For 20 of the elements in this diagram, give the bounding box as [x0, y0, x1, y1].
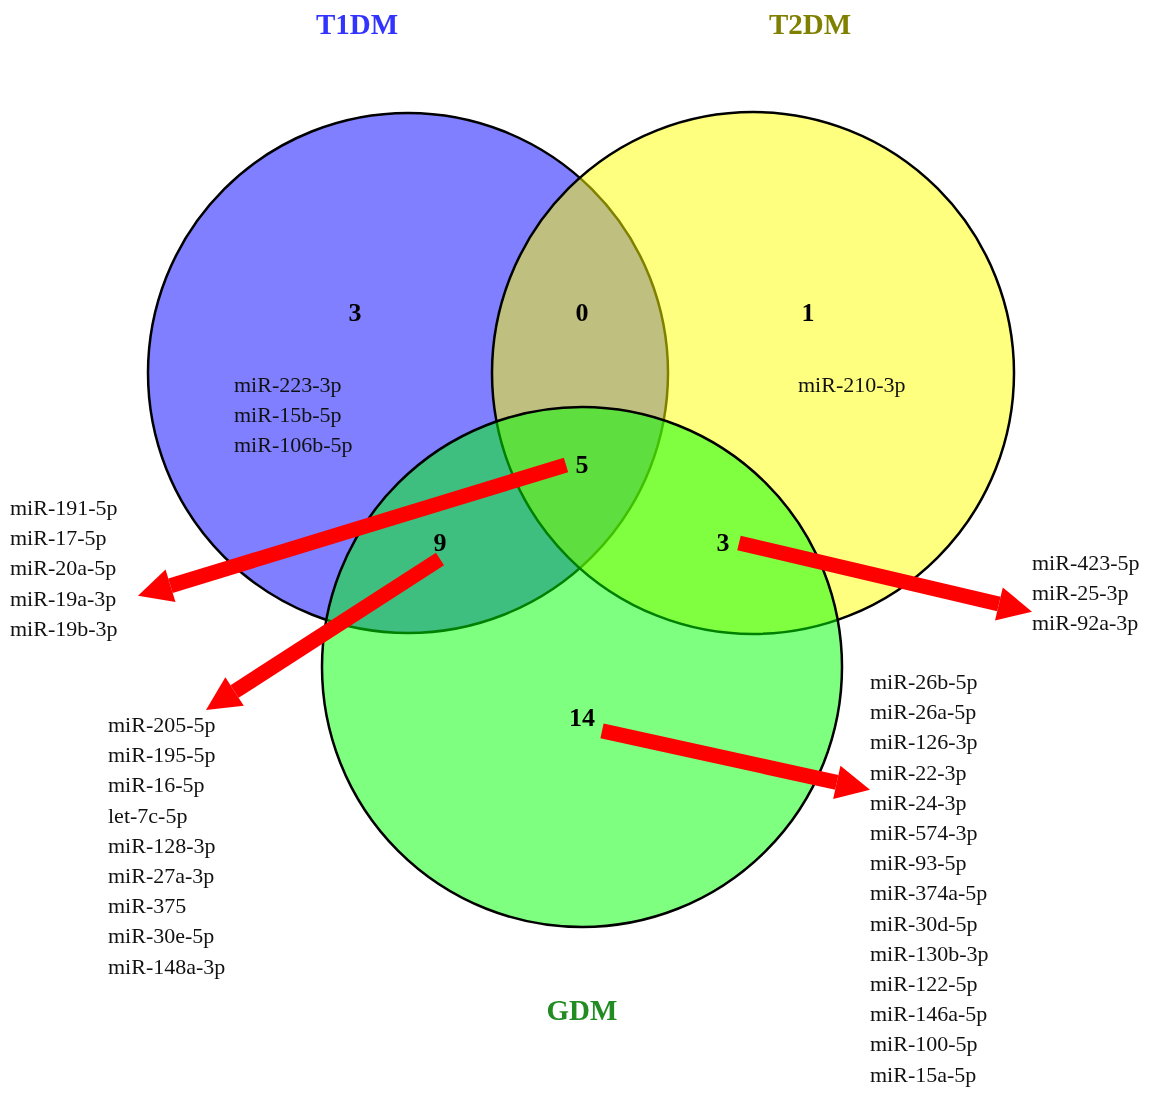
region-count: 3 — [337, 297, 373, 329]
arrow — [206, 552, 445, 710]
mirna-list: miR-210-3p — [798, 370, 926, 401]
set-title: T2DM — [767, 8, 853, 41]
arrow — [138, 457, 569, 602]
mirna-list: miR-423-5p miR-25-3p miR-92a-3p — [1032, 548, 1158, 639]
region-count: 3 — [707, 527, 739, 559]
region-count: 0 — [564, 297, 600, 329]
mirna-list: miR-205-5p miR-195-5p miR-16-5p let-7c-5p miR-128-3p miR-27a-3p miR-375 miR-30e-5p miR-148a-3p — [108, 710, 248, 982]
mirna-list: miR-223-3p miR-15b-5p miR-106b-5p — [234, 370, 374, 461]
set-title: GDM — [545, 994, 619, 1027]
arrow — [737, 535, 1032, 621]
set-title: T1DM — [314, 8, 400, 41]
region-count: 9 — [424, 527, 456, 559]
region-count: 1 — [790, 297, 826, 329]
arrow — [600, 723, 870, 799]
mirna-list: miR-191-5p miR-17-5p miR-20a-5p miR-19a-3p miR-19b-3p — [10, 493, 138, 644]
region-count: 5 — [566, 449, 598, 481]
mirna-list: miR-26b-5p miR-26a-5p miR-126-3p miR-22-3p miR-24-3p miR-574-3p miR-93-5p miR-374a-5p miR-30d-5p miR-130b-3p miR-122-5p miR-146a-5p miR-100-5p miR-15a-5p — [870, 667, 1010, 1090]
region-count: 14 — [562, 702, 602, 734]
